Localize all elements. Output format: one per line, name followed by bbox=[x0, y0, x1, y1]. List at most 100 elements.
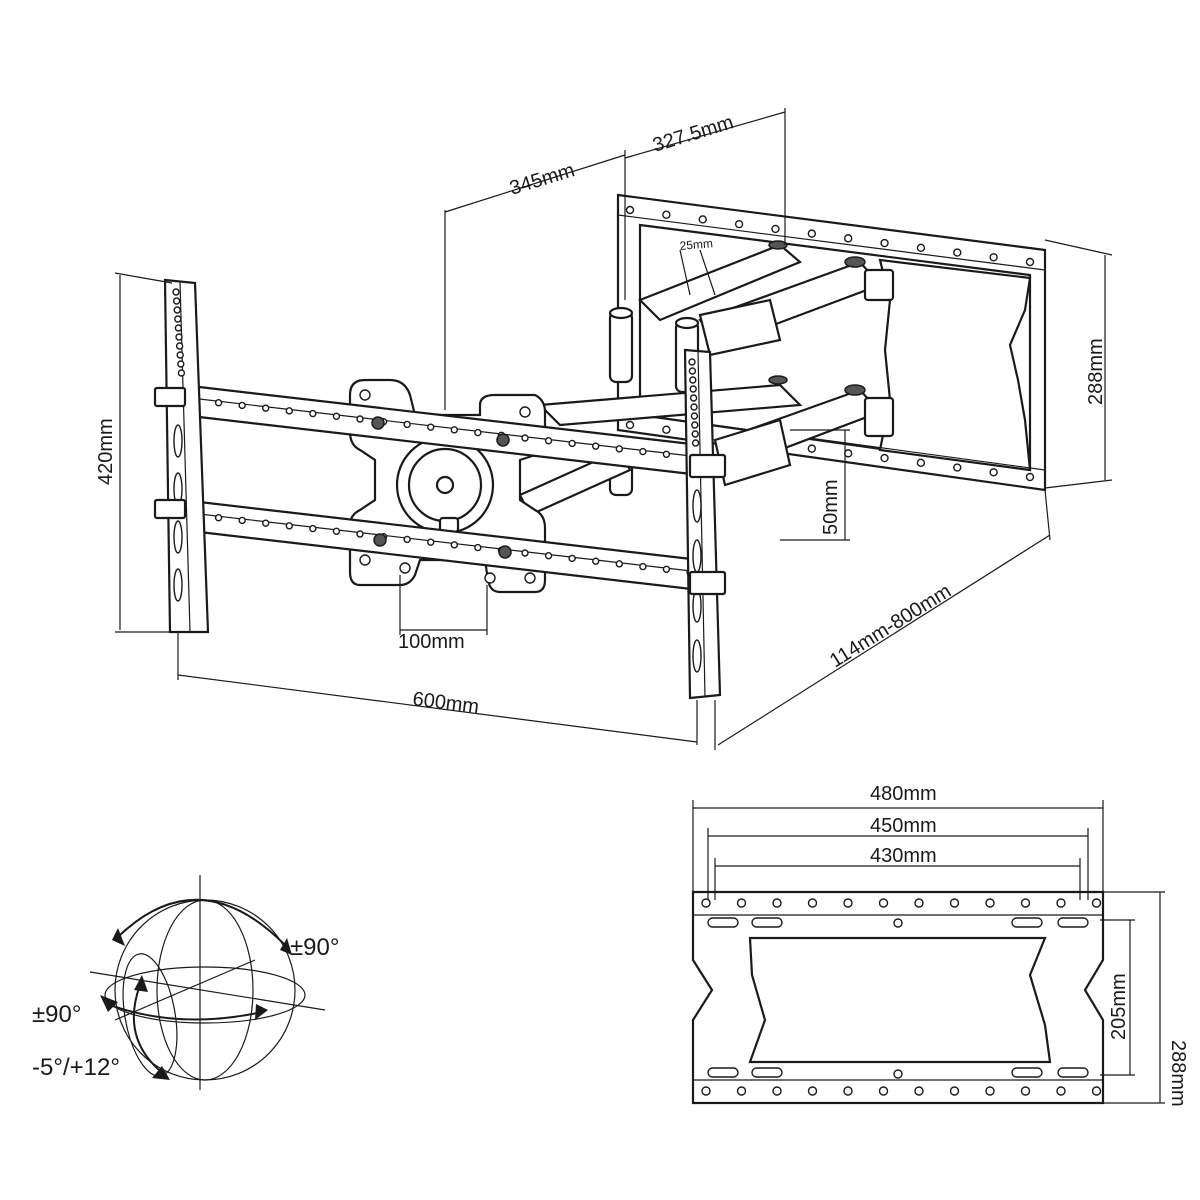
strap-hole bbox=[175, 333, 183, 341]
rail-hole bbox=[474, 543, 482, 552]
rail-hole bbox=[262, 519, 270, 527]
rail-hole bbox=[592, 442, 600, 450]
plate-slot bbox=[707, 1067, 739, 1078]
mount-hole bbox=[698, 215, 707, 224]
plate-hole bbox=[893, 1069, 903, 1079]
strap-hole bbox=[691, 430, 699, 438]
strap-hole bbox=[174, 324, 183, 332]
dim-100: 100mm bbox=[398, 631, 465, 653]
rail-hole bbox=[403, 535, 411, 544]
rail-hole bbox=[332, 412, 341, 420]
rail-hole bbox=[238, 516, 246, 525]
strap-slot bbox=[173, 424, 183, 458]
plate-hole bbox=[772, 898, 782, 908]
rail-hole bbox=[356, 415, 364, 423]
plate-hole bbox=[1056, 898, 1066, 908]
strap-holes bbox=[172, 288, 702, 673]
strap-hole bbox=[174, 315, 182, 323]
plate-hole bbox=[701, 898, 711, 908]
wall-plate-front-view bbox=[691, 890, 1105, 1105]
rail-hole bbox=[285, 407, 293, 415]
rail-hole bbox=[615, 560, 623, 568]
strap-hole bbox=[691, 439, 700, 447]
dim-25: 25mm bbox=[679, 236, 713, 253]
mount-hole bbox=[625, 420, 635, 430]
dim-480: 480mm bbox=[870, 783, 937, 805]
strap-hole bbox=[177, 369, 186, 377]
mount-hole bbox=[880, 238, 889, 248]
plate-hole bbox=[893, 918, 903, 928]
rail-hole bbox=[309, 524, 317, 533]
plate-hole bbox=[1020, 1086, 1031, 1096]
rail-hole bbox=[544, 552, 553, 560]
rail-hole bbox=[214, 399, 223, 407]
rail-hole bbox=[238, 401, 246, 410]
plate-slot bbox=[751, 917, 783, 928]
rail-hole bbox=[544, 437, 553, 445]
strap-slot bbox=[173, 520, 183, 554]
mount-hole bbox=[916, 243, 926, 253]
strap-slot bbox=[692, 489, 702, 523]
rail-hole bbox=[214, 514, 223, 522]
mount-hole bbox=[843, 234, 853, 243]
dimension-lines-top bbox=[114, 108, 1113, 750]
plate-hole bbox=[949, 898, 960, 908]
plate-hole bbox=[1056, 1086, 1066, 1096]
mount-hole bbox=[843, 449, 853, 458]
rail-hole bbox=[450, 426, 458, 434]
mount-hole bbox=[880, 453, 889, 463]
strap-hole bbox=[688, 358, 696, 366]
dimension-lines-plate bbox=[692, 800, 1165, 1104]
dim-600: 600mm bbox=[411, 688, 480, 718]
strap-hole bbox=[690, 403, 698, 411]
mount-hole bbox=[953, 248, 962, 257]
mount-hole bbox=[989, 253, 998, 262]
rail-hole bbox=[521, 434, 529, 442]
plate-hole bbox=[1091, 898, 1102, 908]
strap-hole bbox=[690, 412, 699, 420]
rail-hole bbox=[662, 565, 671, 573]
tv-bracket bbox=[153, 278, 727, 700]
rail-hole bbox=[521, 549, 529, 557]
strap-slot bbox=[692, 639, 702, 673]
dim-327: 327.5mm bbox=[650, 111, 736, 156]
strap-slot bbox=[692, 539, 702, 573]
mount-hole bbox=[1025, 257, 1035, 267]
plate-hole bbox=[878, 1086, 889, 1096]
plate-hole bbox=[878, 898, 889, 908]
mount-hole bbox=[734, 219, 744, 229]
mount-hole bbox=[1025, 472, 1035, 482]
dim-288-plate: 288mm bbox=[1167, 1040, 1189, 1107]
rail-hole bbox=[615, 445, 623, 453]
plate-slot bbox=[1057, 1067, 1089, 1078]
mount-hole bbox=[625, 205, 635, 215]
dim-420: 420mm bbox=[95, 418, 117, 485]
rail-hole bbox=[639, 562, 647, 571]
dim-430: 430mm bbox=[870, 845, 937, 867]
dim-345: 345mm bbox=[507, 159, 577, 200]
mount-hole bbox=[989, 468, 998, 477]
dimension-labels-plate: 480mm 450mm 430mm 205mm 288mm bbox=[870, 783, 1189, 1107]
plate-holes bbox=[701, 898, 1102, 1096]
plate-hole bbox=[914, 898, 924, 908]
rail-hole bbox=[285, 522, 293, 530]
plate-slot bbox=[751, 1067, 783, 1078]
strap-hole bbox=[172, 297, 181, 305]
mount-hole bbox=[916, 458, 926, 468]
mount-hole bbox=[662, 210, 671, 219]
dim-450: 450mm bbox=[870, 815, 937, 837]
rail-hole bbox=[262, 404, 270, 412]
plate-hole bbox=[949, 1086, 960, 1096]
plate-hole bbox=[807, 1086, 818, 1096]
rail-hole bbox=[568, 554, 576, 563]
rail-hole bbox=[332, 527, 341, 535]
rail-hole bbox=[450, 541, 458, 549]
mount-hole bbox=[807, 229, 817, 238]
articulating-arms bbox=[518, 240, 895, 517]
rail-hole bbox=[592, 557, 600, 565]
strap-hole bbox=[177, 360, 185, 368]
rail-hole bbox=[427, 538, 435, 546]
plate-hole bbox=[843, 1086, 853, 1096]
rail-hole bbox=[356, 530, 364, 538]
